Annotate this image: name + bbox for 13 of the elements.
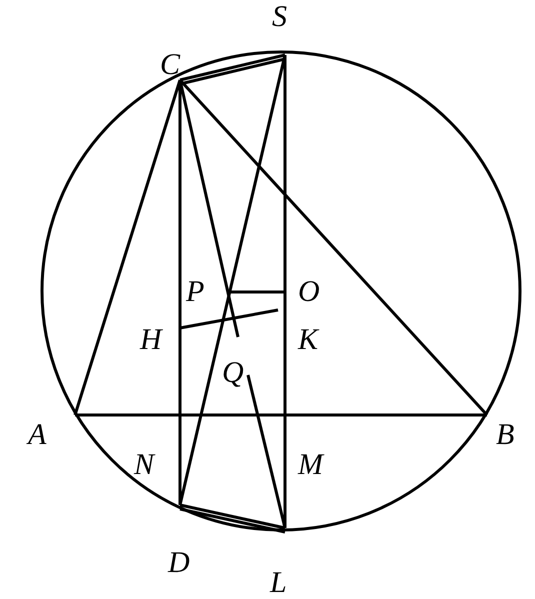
point-label: S <box>272 2 287 32</box>
point-label: M <box>298 450 323 480</box>
point-label: K <box>298 325 318 355</box>
point-label: L <box>270 568 287 598</box>
point-label: A <box>28 420 46 450</box>
point-label: H <box>140 325 162 355</box>
point-label: O <box>298 277 320 307</box>
point-label: N <box>134 450 154 480</box>
point-label: Q <box>222 358 244 388</box>
point-label: C <box>160 50 180 80</box>
point-label: B <box>496 420 514 450</box>
point-label: P <box>186 277 204 307</box>
point-label: D <box>168 548 190 578</box>
